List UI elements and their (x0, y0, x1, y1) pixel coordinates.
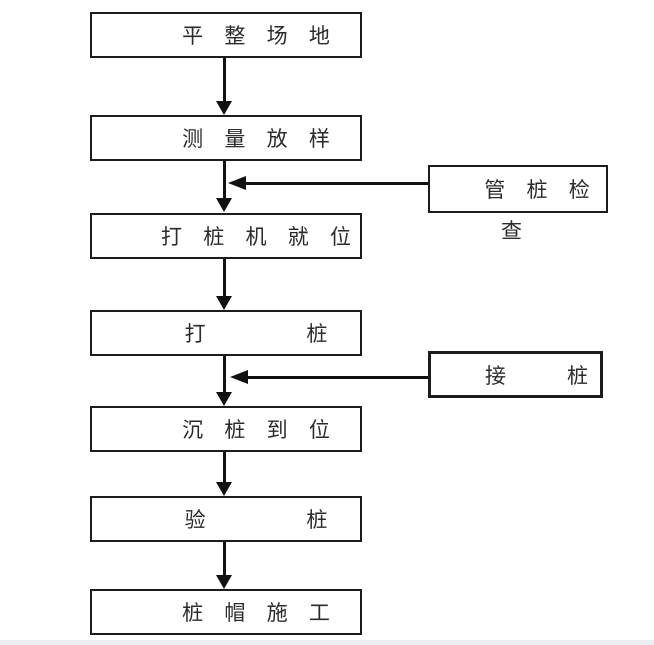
side-label-pile-splicing: 接 桩 (485, 363, 596, 388)
step-box-pile-inspection: 验 桩 (90, 496, 362, 542)
arrow-down-3-line (223, 259, 226, 296)
side-label-pipe-pile-check: 管 桩 检 (484, 178, 598, 202)
arrow-down-4-head (216, 392, 232, 406)
arrow-down-6-head (216, 575, 232, 589)
step-label-pile-inspection: 验 桩 (184, 508, 336, 532)
arrow-left-pipe-check-head (228, 176, 246, 190)
arrow-down-1-head (216, 101, 232, 115)
step-label-pile-driver-positioning: 打 桩 机 就 位 (161, 225, 359, 249)
arrow-down-5-head (216, 482, 232, 496)
arrow-down-3-head (216, 296, 232, 310)
arrow-left-pile-splicing-head (230, 370, 248, 384)
step-box-level-site: 平 整 场 地 (90, 12, 362, 58)
arrow-down-4-line (223, 356, 226, 392)
arrow-down-2-head (216, 198, 232, 212)
step-label-survey-layout: 测 量 放 样 (182, 127, 338, 151)
step-box-pile-cap-construction: 桩 帽 施 工 (90, 589, 362, 635)
arrow-left-pipe-check-line (245, 182, 428, 185)
step-label-pile-cap-construction: 桩 帽 施 工 (182, 601, 338, 625)
step-box-pile-driver-positioning: 打 桩 机 就 位 (90, 213, 362, 259)
side-box-pile-splicing: 接 桩 (428, 351, 603, 398)
side-box-pipe-pile-check: 管 桩 检 (428, 165, 608, 213)
arrow-down-1-line (223, 58, 226, 102)
step-label-pile-sinking-in-place: 沉 桩 到 位 (182, 418, 338, 442)
step-label-pile-driving: 打 桩 (184, 322, 336, 346)
page-bottom-strip (0, 640, 654, 645)
arrow-down-5-line (223, 452, 226, 482)
step-label-level-site: 平 整 场 地 (182, 24, 338, 48)
arrow-left-pile-splicing-line (247, 376, 428, 379)
arrow-down-2-line (223, 161, 226, 198)
side-label-pipe-pile-check-overflow: 查 (501, 219, 530, 243)
step-box-pile-sinking-in-place: 沉 桩 到 位 (90, 406, 362, 452)
step-box-pile-driving: 打 桩 (90, 310, 362, 356)
step-box-survey-layout: 测 量 放 样 (90, 115, 362, 161)
arrow-down-6-line (223, 542, 226, 575)
